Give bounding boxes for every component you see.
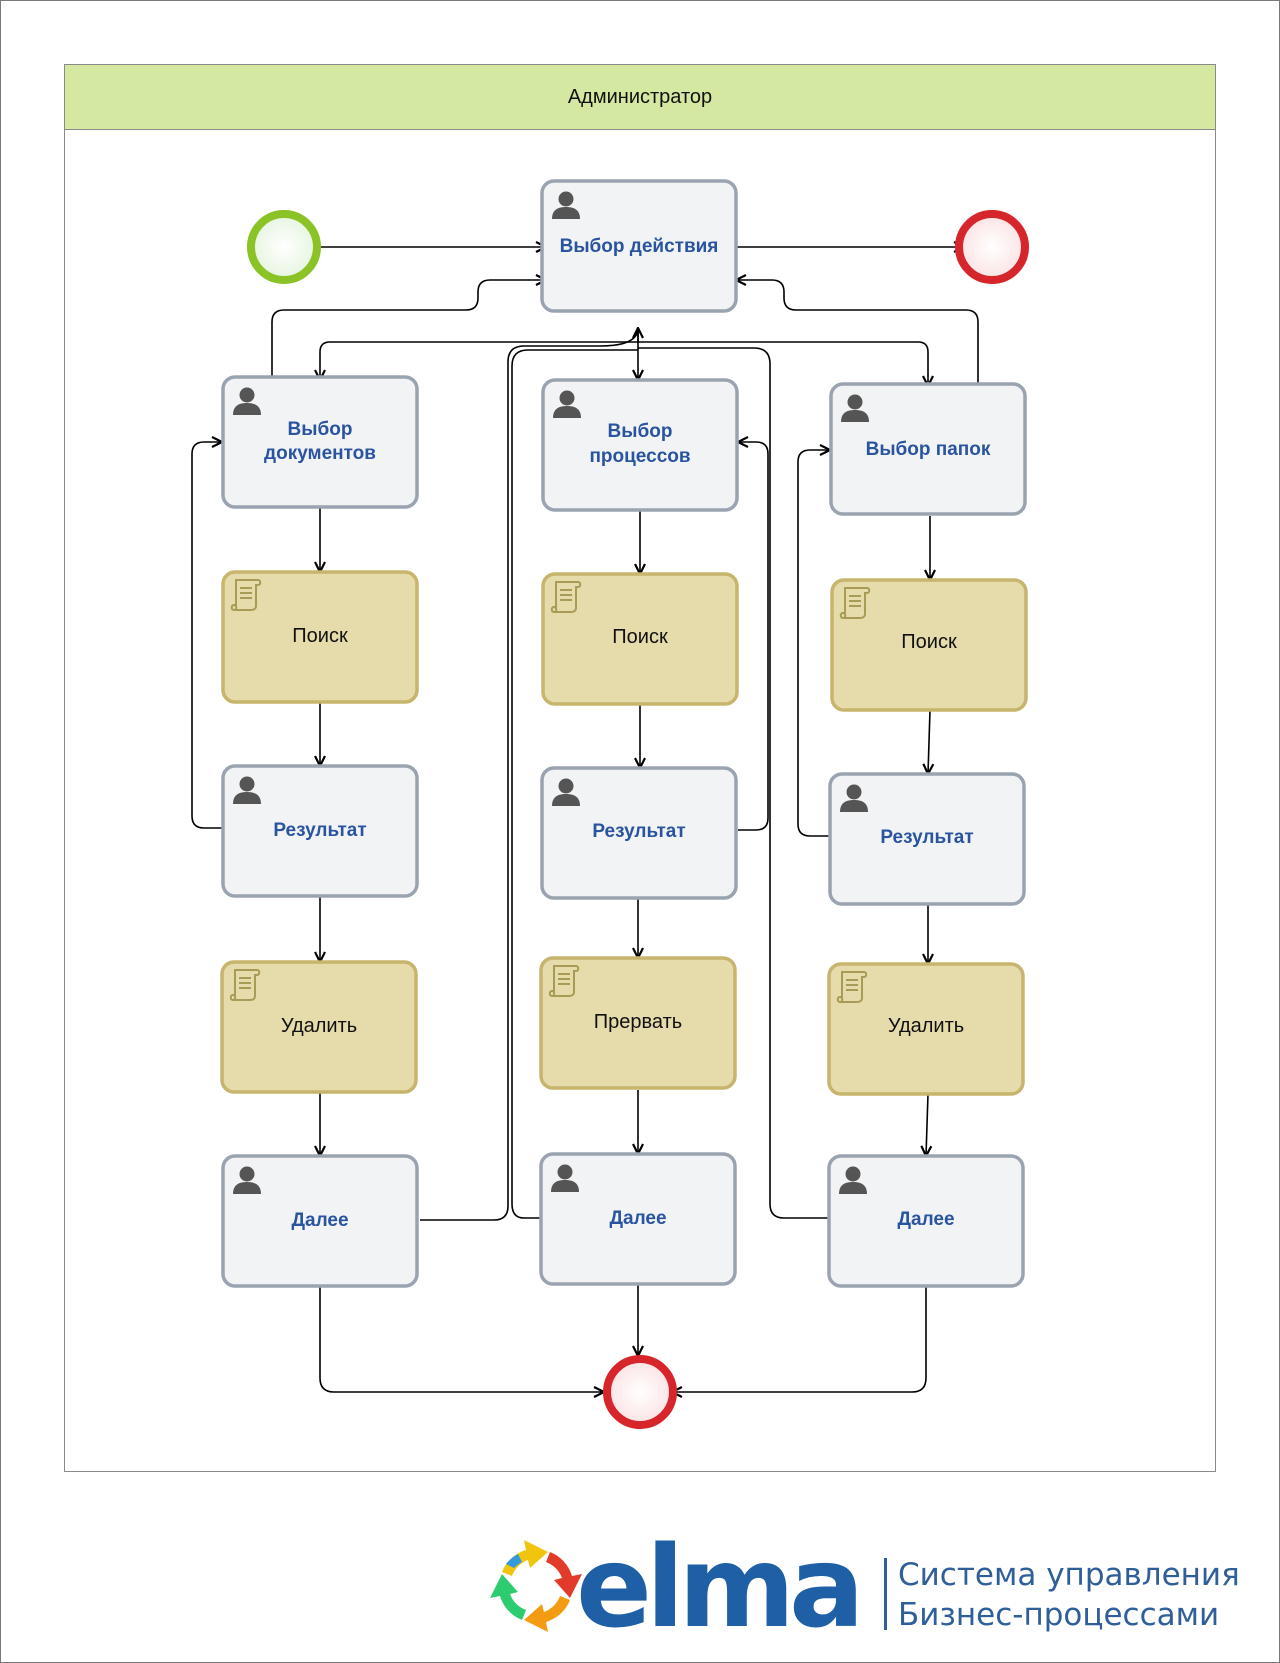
script-icon	[548, 965, 580, 997]
task-label: Результат	[273, 820, 366, 841]
lane-title: Администратор	[567, 85, 713, 108]
task-label: Выбор	[288, 419, 353, 440]
flow-docs-back-to-action	[271, 280, 546, 376]
flow-action-to-folders	[638, 341, 928, 386]
task-choose-processes[interactable]: Выбор процессов	[541, 378, 739, 512]
task-search-documents[interactable]: Поиск	[221, 570, 419, 704]
tagline-line-1: Система управления	[898, 1557, 1240, 1593]
task-choose-documents[interactable]: Выбор документов	[221, 375, 419, 509]
flow-result-folders-loop	[797, 450, 830, 837]
flow-result-procs-loop	[738, 442, 769, 831]
task-label: документов	[264, 443, 376, 464]
task-result-folders[interactable]: Результат	[828, 772, 1026, 906]
brand-separator	[884, 1558, 887, 1630]
task-next-processes[interactable]: Далее	[539, 1152, 737, 1286]
task-delete-documents[interactable]: Удалить	[220, 960, 418, 1094]
flow-next-docs-to-end	[319, 1284, 604, 1392]
task-search-processes[interactable]: Поиск	[541, 572, 739, 706]
task-label: Удалить	[888, 1015, 964, 1037]
end-event-bottom[interactable]	[603, 1355, 677, 1429]
task-search-folders[interactable]: Поиск	[830, 578, 1028, 712]
task-choose-folders[interactable]: Выбор папок	[829, 382, 1027, 516]
script-icon	[229, 969, 261, 1001]
flow-next-procs-to-action	[511, 349, 638, 1219]
task-abort-processes[interactable]: Прервать	[539, 956, 737, 1090]
start-event[interactable]	[247, 210, 321, 284]
flow-delete-to-next-folders	[926, 1093, 928, 1156]
task-label: Поиск	[292, 625, 348, 647]
task-next-documents[interactable]: Далее	[221, 1154, 419, 1288]
task-result-documents[interactable]: Результат	[221, 764, 419, 898]
flow-next-docs-to-action	[420, 328, 638, 1221]
task-label: Выбор	[608, 421, 673, 442]
elma-logo: elma	[490, 1530, 865, 1640]
flow-search-to-result-folders	[928, 709, 930, 774]
script-icon	[550, 581, 582, 613]
task-delete-folders[interactable]: Удалить	[827, 962, 1025, 1096]
task-label: процессов	[589, 446, 690, 467]
flow-next-folders-to-end	[672, 1284, 927, 1392]
script-icon	[230, 579, 262, 611]
task-label: Поиск	[901, 631, 957, 653]
tagline-line-2: Бизнес-процессами	[898, 1597, 1220, 1633]
flow-result-docs-loop	[191, 442, 222, 829]
task-choose-action[interactable]: Выбор действия	[540, 179, 738, 313]
elma-wordmark: elma	[576, 1530, 859, 1640]
task-label: Далее	[291, 1210, 348, 1231]
flow-folders-back-to-action	[736, 280, 979, 384]
flow-next-folders-to-action	[638, 347, 828, 1219]
brand-tagline: Система управления Бизнес-процессами	[898, 1555, 1240, 1635]
task-next-folders[interactable]: Далее	[827, 1154, 1025, 1288]
lane-header: Администратор	[65, 65, 1215, 130]
task-label: Выбор действия	[560, 236, 719, 257]
script-icon	[836, 971, 868, 1003]
task-label: Результат	[880, 827, 973, 848]
task-label: Удалить	[281, 1015, 357, 1037]
flow-action-to-docs	[320, 328, 639, 380]
task-label: Далее	[897, 1209, 954, 1230]
task-label: Прервать	[594, 1011, 682, 1033]
task-result-processes[interactable]: Результат	[540, 766, 738, 900]
task-label: Результат	[592, 821, 685, 842]
task-label: Далее	[609, 1208, 666, 1229]
script-icon	[839, 587, 871, 619]
cycle-arrows-icon	[490, 1540, 582, 1632]
task-label: Поиск	[612, 626, 668, 648]
sequence-flows	[191, 247, 979, 1392]
end-event-top[interactable]	[955, 210, 1029, 284]
task-label: Выбор папок	[866, 439, 991, 460]
